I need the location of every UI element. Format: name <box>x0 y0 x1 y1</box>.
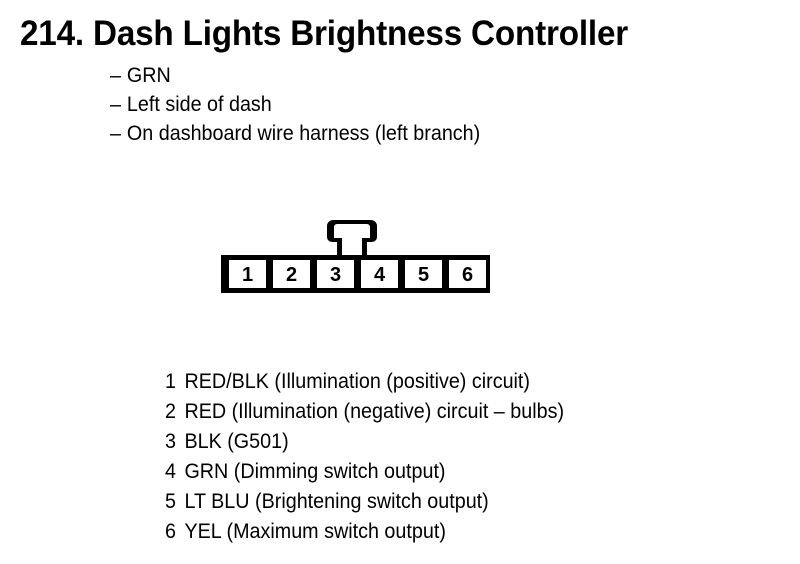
connector-cavity-6 <box>449 260 486 288</box>
connector-cavity-1 <box>229 260 266 288</box>
pinout-description: LT BLU (Brightening switch output) <box>184 490 489 513</box>
connector-pin-number-5: 5 <box>418 264 429 286</box>
connector-cavity-5 <box>405 260 442 288</box>
table-row: 3 BLK (G501) <box>160 430 564 460</box>
pinout-pin-number: 1 <box>164 370 176 393</box>
table-row: 4 GRN (Dimming switch output) <box>160 460 564 490</box>
pinout-description: YEL (Maximum switch output) <box>184 520 446 543</box>
pinout-description: RED (Illumination (negative) circuit – b… <box>184 400 565 423</box>
pinout-description: GRN (Dimming switch output) <box>184 460 446 483</box>
table-row: 1 RED/BLK (Illumination (positive) circu… <box>160 370 564 400</box>
pinout-pin-number: 3 <box>164 430 176 453</box>
pinout-pin-number: 5 <box>164 490 176 513</box>
table-row: 5 LT BLU (Brightening switch output) <box>160 490 564 520</box>
connector-pin-number-1: 1 <box>242 264 253 286</box>
list-item: – On dashboard wire harness (left branch… <box>110 122 480 151</box>
connector-pin-number-6: 6 <box>462 264 473 286</box>
list-item-label: GRN <box>126 64 171 87</box>
page-title: 214. Dash Lights Brightness Controller <box>20 14 629 53</box>
pinout-pin-number: 6 <box>164 520 176 543</box>
connector-pin-number-4: 4 <box>374 264 386 286</box>
connector-diagram: 1 2 3 4 5 6 <box>214 220 500 302</box>
dash-icon: – <box>110 64 121 87</box>
pinout-description: BLK (G501) <box>184 430 289 453</box>
connector-details-list: – GRN – Left side of dash – On dashboard… <box>110 64 504 151</box>
connector-cavity-4 <box>361 260 398 288</box>
connector-cavity-3 <box>317 260 354 288</box>
connector-illustration: 1 2 3 4 5 6 <box>221 220 490 293</box>
pinout-list: 1 RED/BLK (Illumination (positive) circu… <box>160 370 590 550</box>
dash-icon: – <box>110 122 121 145</box>
connector-cavity-2 <box>273 260 310 288</box>
pinout-pin-number: 4 <box>164 460 176 483</box>
table-row: 6 YEL (Maximum switch output) <box>160 520 564 550</box>
connector-latch-inner <box>334 224 370 256</box>
connector-pin-number-3: 3 <box>330 264 341 286</box>
table-row: 2 RED (Illumination (negative) circuit –… <box>160 400 564 430</box>
pinout-description: RED/BLK (Illumination (positive) circuit… <box>184 370 530 393</box>
dash-icon: – <box>110 93 121 116</box>
connector-pin-number-2: 2 <box>286 264 297 286</box>
list-item-label: On dashboard wire harness (left branch) <box>126 122 481 145</box>
list-item-label: Left side of dash <box>126 93 272 116</box>
list-item: – GRN <box>110 64 480 93</box>
pinout-pin-number: 2 <box>164 400 176 423</box>
list-item: – Left side of dash <box>110 93 480 122</box>
